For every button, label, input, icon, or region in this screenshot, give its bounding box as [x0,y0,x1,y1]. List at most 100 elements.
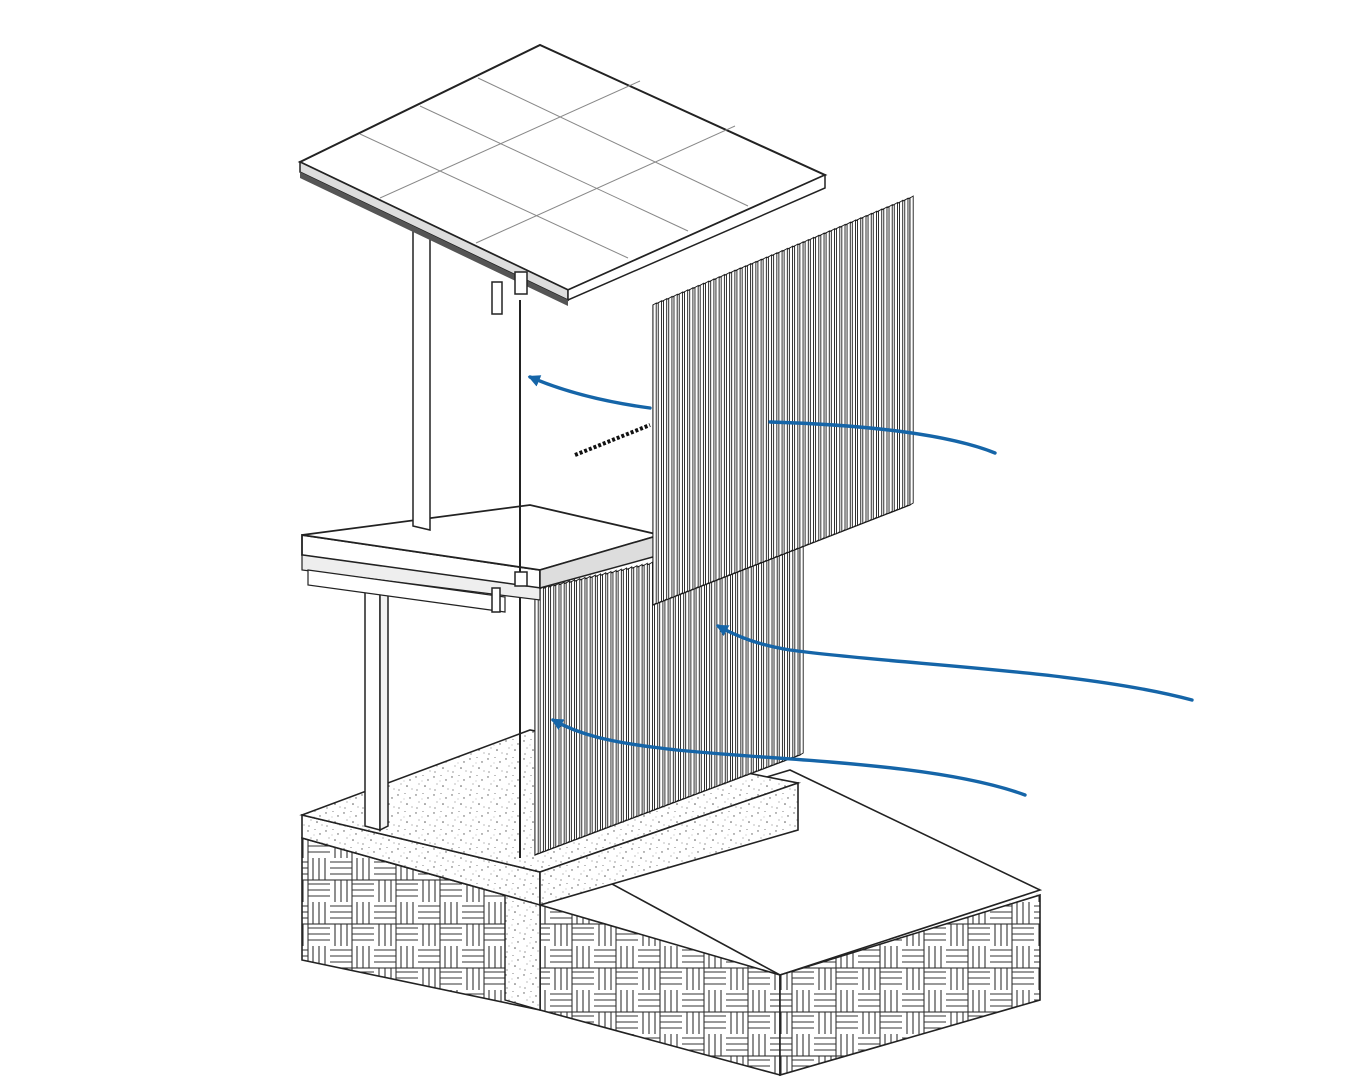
upper-screen-fin [736,267,741,574]
lower-screen-fin [550,583,555,850]
lower-screen-fin [773,533,778,766]
upper-screen-fin [841,223,846,533]
lower-screen-fin [555,582,560,848]
upper-screen-fin [799,241,804,549]
lower-screen-fin [742,540,747,778]
lower-fin-screen [534,527,804,856]
upper-screen-fin [857,217,862,527]
lower-screen-fin [565,580,570,845]
lower-screen-fin [752,537,757,774]
upper-screen-fin [825,230,830,539]
upper-screen-fin [851,219,856,529]
upper-screen-fin [678,291,683,596]
upper-screen-fin [704,280,710,586]
upper-screen-fin [830,227,835,537]
upper-screen-fin [804,238,809,547]
upper-screen-fin [846,221,851,531]
lower-screen-fin [643,562,648,815]
roof-slab [297,43,828,315]
upper-screen-fin [752,260,757,568]
lower-screen-fin [768,534,773,768]
upper-screen-fin [720,273,725,580]
lower-screen-fin [617,568,622,825]
upper-screen-fin [710,278,715,584]
upper-screen-fin [815,234,820,543]
lower-screen-fin [633,564,638,819]
lower-screen-fin [602,571,607,831]
airflow-arrow-4 [550,718,1027,797]
lower-screen-fin [799,527,804,756]
upper-screen-fin [836,225,841,535]
upper-screen-fin [689,286,694,592]
lower-screen-fin [576,577,581,841]
lower-screen-fin [607,570,612,829]
upper-screen-fin [794,243,799,551]
lower-screen-fin [586,575,591,837]
lower-screen-fin [763,535,768,770]
lower-screen-fin [628,566,633,821]
lower-column [364,588,389,832]
floor-slab [301,504,664,613]
lower-screen-fin [581,576,586,839]
lower-screen-fin [544,584,550,852]
lower-screen-fin [539,586,544,854]
upper-screen-fin [673,293,678,598]
lower-screen-fin [789,529,794,760]
upper-screen-fin [788,245,794,553]
upper-screen-fin [657,300,662,604]
upper-screen-fin [909,195,914,506]
lower-screen-fin [648,561,653,813]
lower-screen-fin [783,530,789,762]
upper-screen-fin [778,249,783,557]
upper-screen-fin [663,297,668,602]
lower-screen-fin [721,544,726,786]
upper-screen-fin [783,247,788,555]
upper-screen-fin [725,271,731,578]
lower-screen-fin [534,587,539,856]
lower-screen-fin [612,569,617,827]
upper-screen-fin [668,295,673,600]
lower-screen-fin [622,567,627,823]
airflow-arrow-2 [527,375,652,410]
upper-screen-fin [867,212,872,523]
upper-screen-fin [767,254,773,561]
lower-screen-fin [747,538,752,776]
upper-screen-fin [684,289,689,594]
upper-screen-fin [699,282,704,588]
airflow-arrows [527,375,1194,797]
upper-screen-fin [757,258,762,565]
upper-screen-fin [888,203,893,514]
upper-screen-fin [652,302,657,606]
upper-screen-fin [746,262,752,570]
upper-screen-fin [899,199,904,510]
upper-screen-fin [809,236,814,545]
lower-screen-fin [757,536,763,772]
upper-screen-fin [773,251,778,559]
lower-screen-fin [726,543,731,784]
upper-column [412,214,431,531]
lower-screen-fin [638,563,643,817]
upper-screen-fin [878,208,883,519]
lower-screen-fin [716,546,721,788]
ground-plane [537,769,1043,1077]
upper-screen-fin [893,201,898,512]
lower-screen-fin [570,578,576,843]
upper-screen-fin [741,265,746,572]
upper-screen-fin [904,197,909,508]
upper-screen-fin [862,214,867,525]
upper-screen-fin [820,232,825,541]
upper-screen-fin [694,284,699,590]
lower-screen-fin [794,528,799,758]
upper-screen-fin [731,269,736,576]
upper-fin-screen [652,195,914,606]
lower-screen-fin [737,541,742,780]
airflow-arrow-3 [715,624,1194,702]
upper-screen-fin [715,275,720,582]
lower-screen-fin [596,573,602,833]
upper-screen-fin [762,256,767,563]
upper-screen-fin [883,206,888,517]
lower-screen-fin [732,542,737,782]
upper-screen-fin [872,210,877,521]
